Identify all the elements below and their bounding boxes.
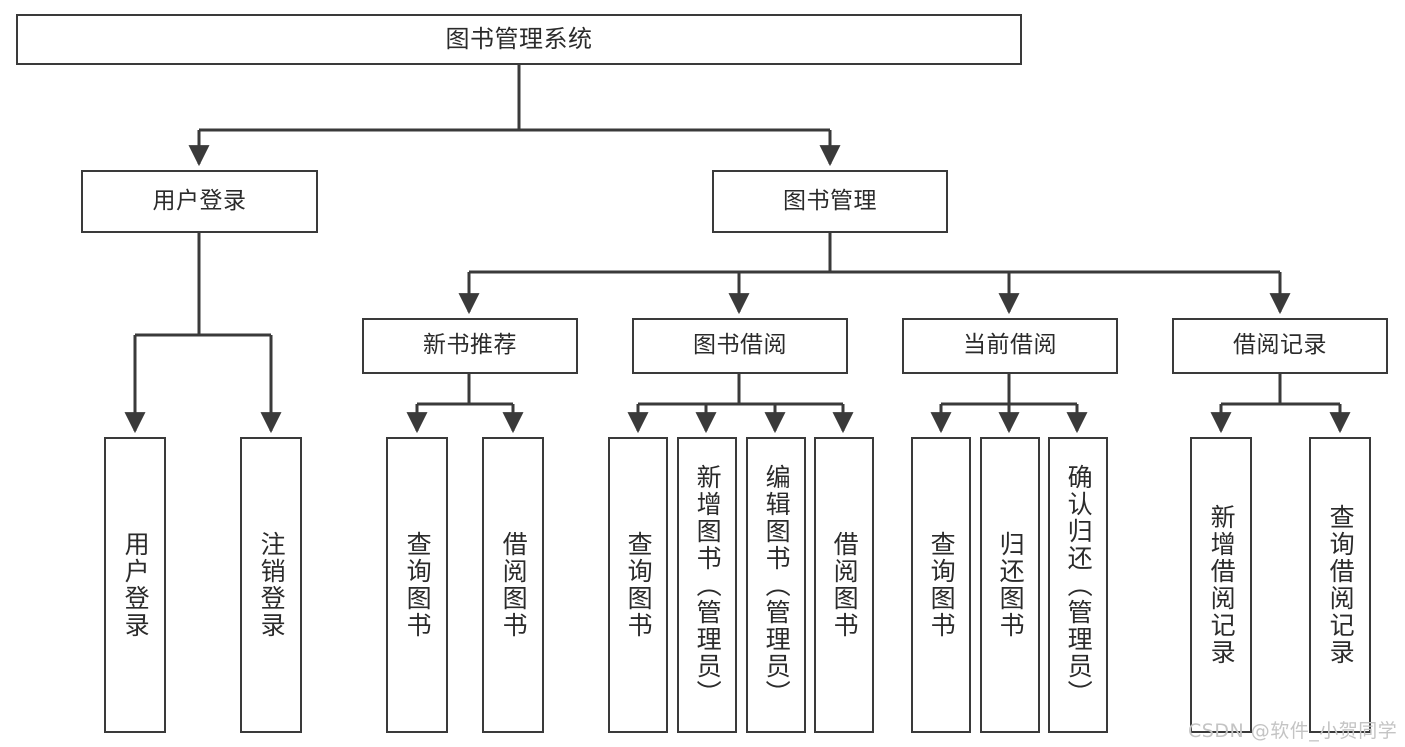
leaf-borrow-edit-book-admin[interactable]: 编辑图书（管理员） <box>746 437 806 733</box>
node-book-borrowing-label: 图书借阅 <box>693 332 787 359</box>
leaf-borrow-borrow-book[interactable]: 借阅图书 <box>814 437 874 733</box>
leaf-current-query-book[interactable]: 查询图书 <box>911 437 971 733</box>
leaf-borrow-query-book[interactable]: 查询图书 <box>608 437 668 733</box>
leaf-borrow-edit-book-admin-label: 编辑图书（管理员） <box>762 463 792 707</box>
leaf-newbooks-query-book-label: 查询图书 <box>403 531 433 639</box>
node-current-borrowing-label: 当前借阅 <box>963 332 1057 359</box>
leaf-records-add-record-label: 新增借阅记录 <box>1207 504 1237 666</box>
leaf-current-return-book-label: 归还图书 <box>996 531 1026 639</box>
node-book-borrowing[interactable]: 图书借阅 <box>632 318 848 374</box>
leaf-newbooks-query-book[interactable]: 查询图书 <box>386 437 448 733</box>
leaf-newbooks-borrow-book[interactable]: 借阅图书 <box>482 437 544 733</box>
leaf-borrow-borrow-book-label: 借阅图书 <box>830 531 860 639</box>
leaf-current-query-book-label: 查询图书 <box>927 531 957 639</box>
node-user-login-label: 用户登录 <box>152 187 247 214</box>
node-new-book-recommendation-label: 新书推荐 <box>423 332 517 359</box>
leaf-borrow-add-book-admin-label: 新增图书（管理员） <box>693 463 723 707</box>
leaf-current-return-book[interactable]: 归还图书 <box>980 437 1040 733</box>
leaf-borrow-add-book-admin[interactable]: 新增图书（管理员） <box>677 437 737 733</box>
leaf-records-query-record[interactable]: 查询借阅记录 <box>1309 437 1371 733</box>
leaf-borrow-query-book-label: 查询图书 <box>624 531 654 639</box>
leaf-newbooks-borrow-book-label: 借阅图书 <box>499 531 529 639</box>
node-new-book-recommendation[interactable]: 新书推荐 <box>362 318 578 374</box>
node-root[interactable]: 图书管理系统 <box>16 14 1022 65</box>
node-book-management-label: 图书管理 <box>783 187 877 214</box>
node-root-label: 图书管理系统 <box>445 25 593 54</box>
leaf-records-add-record[interactable]: 新增借阅记录 <box>1190 437 1252 733</box>
node-current-borrowing[interactable]: 当前借阅 <box>902 318 1118 374</box>
leaf-user-login[interactable]: 用户登录 <box>104 437 166 733</box>
leaf-current-confirm-return-admin-label: 确认归还（管理员） <box>1064 463 1094 707</box>
node-borrow-records-label: 借阅记录 <box>1233 332 1327 359</box>
watermark: CSDN @软件_小贺同学 <box>1188 720 1398 742</box>
node-borrow-records[interactable]: 借阅记录 <box>1172 318 1388 374</box>
node-book-management[interactable]: 图书管理 <box>712 170 948 233</box>
leaf-records-query-record-label: 查询借阅记录 <box>1326 504 1356 666</box>
node-user-login[interactable]: 用户登录 <box>81 170 318 233</box>
leaf-logout[interactable]: 注销登录 <box>240 437 302 733</box>
leaf-current-confirm-return-admin[interactable]: 确认归还（管理员） <box>1048 437 1108 733</box>
leaf-user-login-label: 用户登录 <box>121 531 151 639</box>
leaf-logout-label: 注销登录 <box>257 531 287 639</box>
